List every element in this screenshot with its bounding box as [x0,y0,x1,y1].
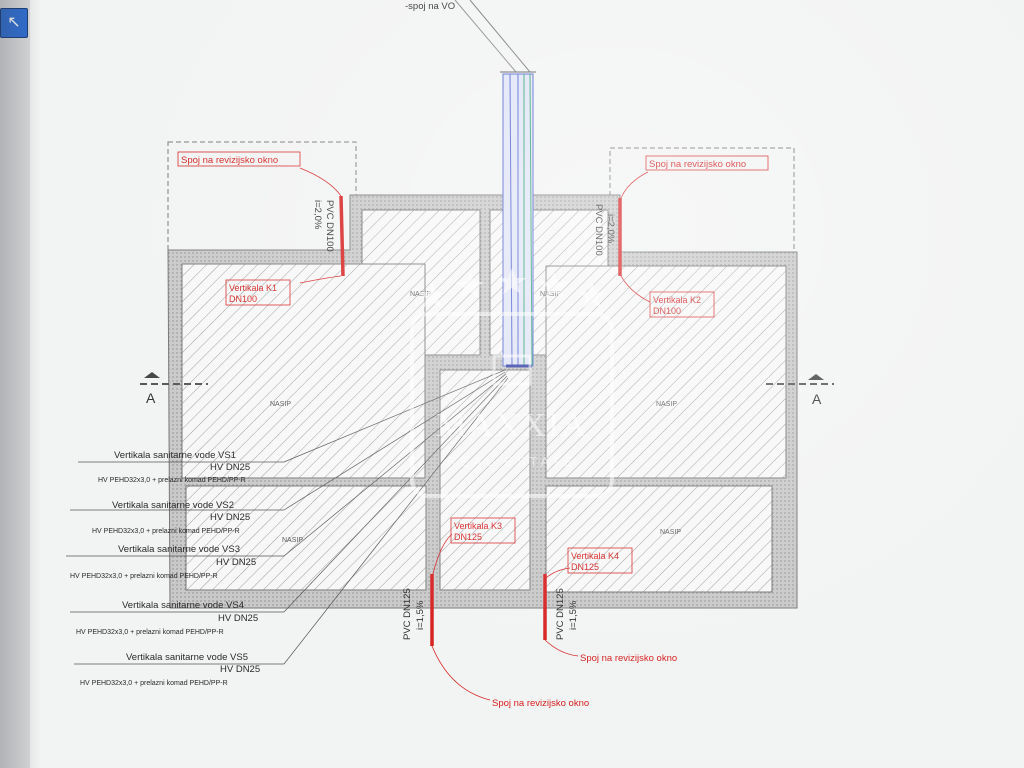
vs2-dn: HV DN25 [210,512,250,523]
k1-dn: DN100 [229,294,257,304]
vs1-title: Vertikala sanitarne vode VS1 [114,450,236,461]
section-label-left: A [146,390,156,406]
room-label: NASIP [282,537,303,544]
vertical-labels: Vertikala K1 DN100 Vertikala K2 DN100 Ve… [225,279,715,574]
vs4-spec: HV PEHD32x3,0 + prelazni komad PEHD/PP-R [76,629,224,636]
maxxia-watermark: MAXXIA REAL ESTATE [410,268,614,498]
section-marker-right: A [766,374,834,407]
pipe-bottom-right-name: PVC DN125 [555,588,566,640]
section-label-right: A [812,391,822,407]
k1-name: Vertikala K1 [229,283,277,293]
revizijsko-labels: Spoj na revizijsko okno Spoj na revizijs… [177,151,769,709]
room-center [439,369,531,591]
revizijsko-bottom-right: Spoj na revizijsko okno [580,653,677,664]
vs4-title: Vertikala sanitarne vode VS4 [122,600,244,611]
top-connection-note: -spoj na VO [405,1,455,12]
pipe-bottom-left-slope: i=1,5% [415,600,426,630]
vs5-dn: HV DN25 [220,664,260,675]
vs1-dn: HV DN25 [210,462,250,473]
vs5-title: Vertikala sanitarne vode VS5 [126,652,248,663]
room-bottom-right [545,485,773,593]
cursor-arrow-icon: ↖ [7,14,21,31]
section-marker-left: A [140,372,208,406]
revizijsko-left: Spoj na revizijsko okno [181,155,278,166]
sewer-pipes [339,195,622,646]
vs1-spec: HV PEHD32x3,0 + prelazni komad PEHD/PP-R [98,477,246,484]
pipe-left-name: PVC DN100 [324,200,335,252]
vs2-title: Vertikala sanitarne vode VS2 [112,500,234,511]
pipe-right-name: PVC DN100 [593,204,604,256]
vs3-dn: HV DN25 [216,557,256,568]
k2-dn: DN100 [653,306,681,316]
k2-name: Vertikala K2 [653,295,701,305]
k4-dn: DN125 [571,562,599,572]
vs3-spec: HV PEHD32x3,0 + prelazni komad PEHD/PP-R [70,573,218,580]
pipe-bottom-right-slope: i=1,5% [568,600,579,630]
watermark-brand: MAXXIA [436,407,588,444]
vs3-title: Vertikala sanitarne vode VS3 [118,544,240,555]
room-label: NASIP [656,401,677,408]
vs2-spec: HV PEHD32x3,0 + prelazni komad PEHD/PP-R [92,528,240,535]
room-left [181,263,426,479]
k4-name: Vertikala K4 [571,551,619,561]
sanitary-leaders [66,369,509,665]
red-leaders [299,167,651,701]
watermark-sub: REAL ESTATE [447,454,577,469]
room-label: NASIP [410,291,431,298]
k3-name: Vertikala K3 [454,521,502,531]
room-label: NASIP [660,529,681,536]
k3-dn: DN125 [454,532,482,542]
building-logo-icon [492,354,532,386]
revizijsko-bottom-left: Spoj na revizijsko okno [492,698,589,709]
rooms [181,209,787,593]
vs5-spec: HV PEHD32x3,0 + prelazni komad PEHD/PP-R [80,680,228,687]
star-icons [418,268,606,308]
select-tool-button[interactable]: ↖ [0,8,28,38]
vs4-dn: HV DN25 [218,613,258,624]
sanitary-labels: Vertikala sanitarne vode VS1 HV DN25 HV … [70,450,260,687]
water-supply-pipe [454,0,536,368]
room-label: NASIP [270,401,291,408]
pipe-bottom-left-name: PVC DN125 [402,588,413,640]
revizijsko-right: Spoj na revizijsko okno [649,159,746,170]
pipe-left-slope: i=2,0% [312,200,323,230]
room-label: NASIP [540,291,561,298]
pipe-right-slope: i=2,0% [605,214,616,244]
